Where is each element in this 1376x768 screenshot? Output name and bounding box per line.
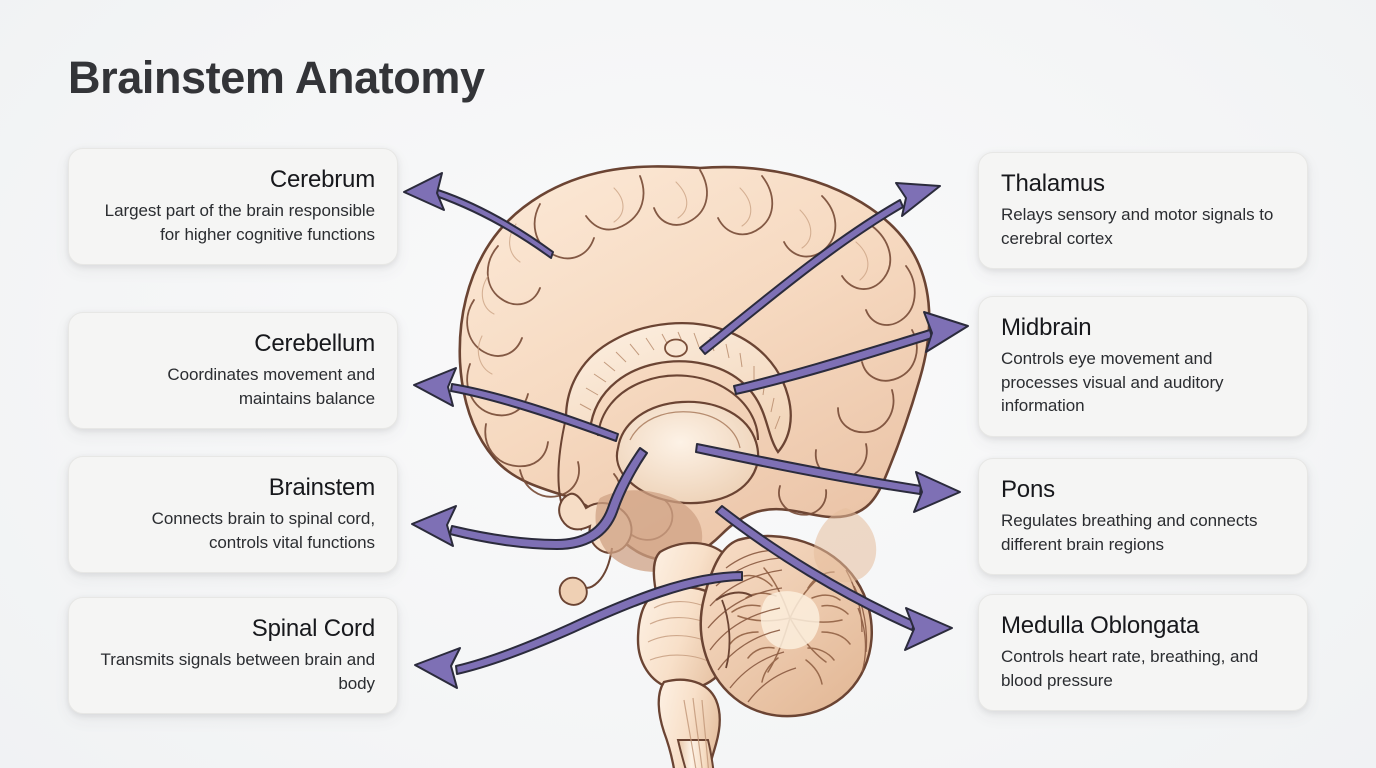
page-title: Brainstem Anatomy — [68, 52, 485, 103]
info-card-medulla-oblongata[interactable]: Medulla Oblongata Controls heart rate, b… — [978, 594, 1308, 712]
card-title-spinal-cord: Spinal Cord — [251, 615, 375, 642]
card-title-midbrain: Midbrain — [1001, 314, 1092, 341]
card-title-pons: Pons — [1001, 476, 1055, 503]
cerebellar-peduncle — [715, 591, 753, 601]
card-title-cerebellum: Cerebellum — [254, 330, 375, 357]
arrow-right-thalamus — [699, 182, 941, 355]
cerebellum-folia — [707, 549, 868, 703]
card-description-pons: Regulates breathing and connects differe… — [1001, 511, 1258, 554]
thalamus-nucleus-dot — [664, 338, 688, 358]
arrow-right-pons — [695, 443, 961, 513]
card-description-midbrain: Controls eye movement and processes visu… — [1001, 349, 1224, 416]
cerebellum-white-matter — [760, 591, 820, 650]
card-description-cerebellum: Coordinates movement and maintains balan… — [167, 365, 375, 408]
arrow-left-cerebellum — [413, 367, 619, 442]
card-title-thalamus: Thalamus — [1001, 170, 1105, 197]
card-description-brainstem: Connects brain to spinal cord, controls … — [151, 509, 375, 552]
corpus-callosum — [564, 322, 792, 454]
arrow-left-brainstem — [411, 447, 648, 550]
card-description-thalamus: Relays sensory and motor signals to cere… — [1001, 205, 1274, 248]
info-card-pons[interactable]: Pons Regulates breathing and connects di… — [978, 458, 1308, 576]
fourth-ventricle — [721, 599, 731, 669]
arrow-left-spinalcord — [414, 571, 743, 689]
card-description-spinal-cord: Transmits signals between brain and body — [100, 650, 376, 693]
card-description-cerebrum: Largest part of the brain responsible fo… — [104, 201, 375, 244]
fornix — [596, 374, 760, 441]
info-card-cerebrum[interactable]: Cerebrum Largest part of the brain respo… — [68, 148, 398, 266]
arrow-left-cerebrum — [403, 172, 554, 259]
spinal-cord-fibers — [683, 697, 709, 768]
spinal-cord — [676, 739, 715, 768]
card-title-brainstem: Brainstem — [268, 474, 375, 501]
info-card-thalamus[interactable]: Thalamus Relays sensory and motor signal… — [978, 152, 1308, 270]
info-card-midbrain[interactable]: Midbrain Controls eye movement and proce… — [978, 296, 1308, 437]
arrow-right-medulla — [715, 505, 953, 651]
info-card-brainstem[interactable]: Brainstem Connects brain to spinal cord,… — [68, 456, 398, 574]
card-description-medulla-oblongata: Controls heart rate, breathing, and bloo… — [1001, 647, 1259, 690]
thalamus-inner-arc — [629, 411, 741, 449]
card-title-cerebrum: Cerebrum — [269, 166, 375, 193]
arrow-right-midbrain — [733, 311, 969, 395]
info-card-spinal-cord[interactable]: Spinal Cord Transmits signals between br… — [68, 597, 398, 715]
card-title-medulla-oblongata: Medulla Oblongata — [1001, 612, 1200, 639]
info-card-cerebellum[interactable]: Cerebellum Coordinates movement and main… — [68, 312, 398, 430]
occipital-shading — [813, 508, 877, 583]
pituitary-gland — [558, 576, 588, 606]
